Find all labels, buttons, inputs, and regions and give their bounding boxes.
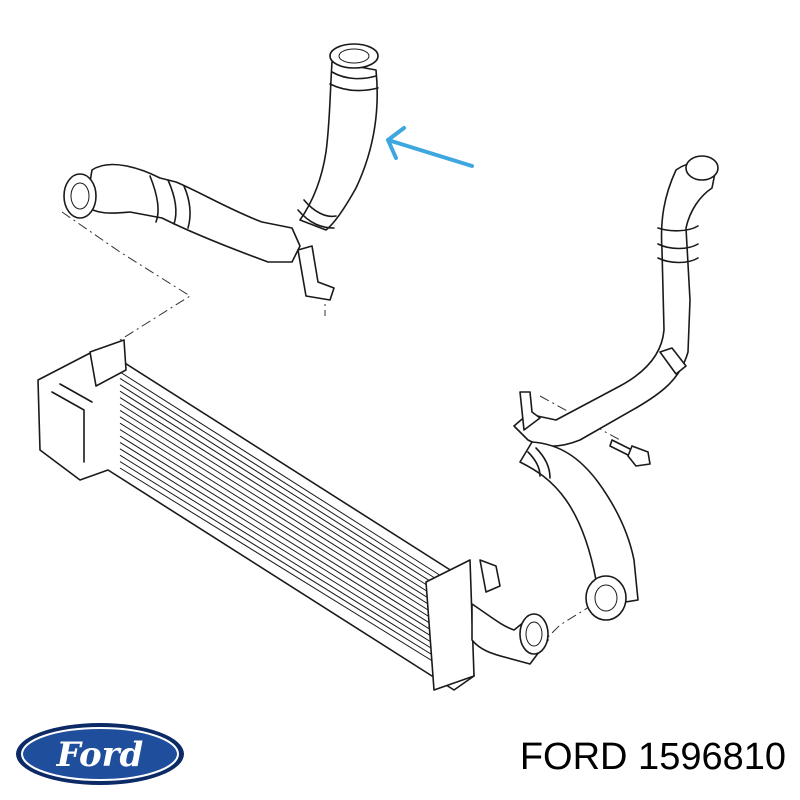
right-upper-pipe xyxy=(513,155,719,447)
highlighted-hose xyxy=(297,43,379,231)
cooler-fin-line xyxy=(119,454,461,667)
ford-logo-text: Ford xyxy=(56,735,144,775)
intercooler xyxy=(37,339,549,691)
cooler-fin-line xyxy=(119,371,461,589)
cooler-fin-line xyxy=(119,461,461,673)
bolt xyxy=(609,439,651,467)
cooler-fin-line xyxy=(119,377,461,595)
left-upper-pipe xyxy=(63,163,335,301)
arrow-left-icon xyxy=(386,126,474,168)
cooler-fin-line xyxy=(119,390,461,607)
cooler-fin-line xyxy=(119,435,461,649)
cooler-fin-line xyxy=(119,409,461,625)
cooler-fin-line xyxy=(119,384,461,601)
cooler-fin-line xyxy=(119,397,461,613)
cooler-fin-line xyxy=(119,422,461,637)
cooler-fin-line xyxy=(119,448,461,661)
ford-logo: Ford xyxy=(16,723,184,785)
cooler-fin-line xyxy=(119,403,461,619)
cooler-fin-line xyxy=(119,416,461,631)
lower-right-pipe xyxy=(519,441,639,621)
part-number-label: FORD 1596810 xyxy=(519,736,786,778)
cooler-fin-line xyxy=(119,429,461,643)
cooler-fin-line xyxy=(119,441,461,655)
cooler-fin-line xyxy=(119,467,461,679)
